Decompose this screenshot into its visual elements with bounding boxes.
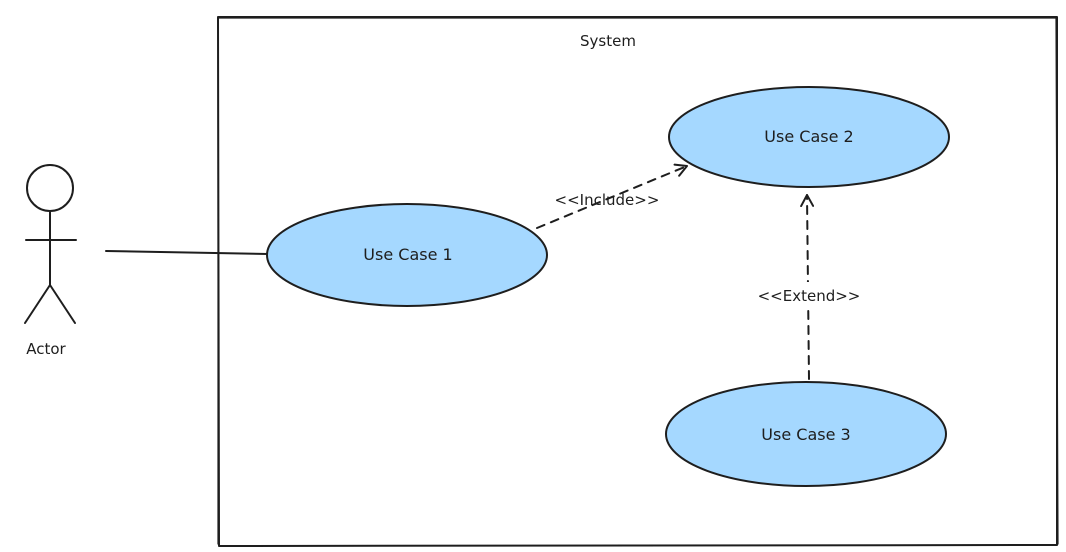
association-line[interactable] (105, 250, 269, 255)
include-arrow[interactable] (536, 163, 688, 229)
use-case-3[interactable]: Use Case 3 (665, 381, 947, 487)
actor-head (26, 164, 74, 212)
system-label: System (580, 32, 636, 50)
use-case-1-label: Use Case 1 (363, 245, 452, 264)
actor-legs (24, 284, 76, 324)
actor-figure[interactable] (24, 164, 77, 324)
use-case-1[interactable]: Use Case 1 (266, 203, 548, 307)
actor-label: Actor (26, 340, 66, 358)
use-case-2[interactable]: Use Case 2 (668, 86, 950, 188)
use-case-2-label: Use Case 2 (764, 127, 853, 146)
system-boundary[interactable] (217, 16, 1059, 547)
include-label: <<Include>> (555, 191, 660, 209)
extend-label-bg (748, 282, 872, 308)
use-case-3-label: Use Case 3 (761, 425, 850, 444)
extend-label: <<Extend>> (758, 287, 861, 305)
